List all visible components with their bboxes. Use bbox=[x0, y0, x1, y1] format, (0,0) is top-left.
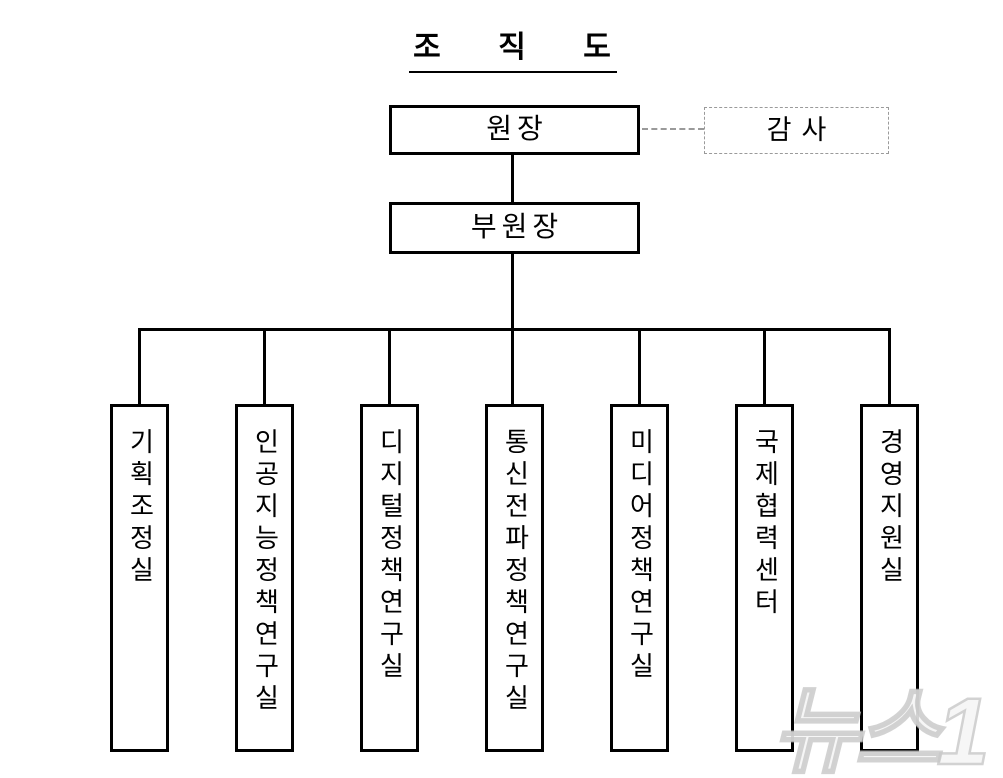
org-box-deputy-director: 부원장 bbox=[389, 202, 640, 254]
connector-dept-1 bbox=[138, 331, 141, 404]
org-box-deputy-director-label: 부원장 bbox=[470, 212, 564, 243]
org-box-dept-label: 디지털정책연구실 bbox=[375, 428, 405, 684]
connector-director-deputy bbox=[511, 155, 514, 202]
org-box-director-label: 원장 bbox=[486, 114, 548, 145]
org-box-dept-telecom-radio-policy-research: 통신전파정책연구실 bbox=[485, 404, 544, 752]
org-box-dept-management-support: 경영지원실 bbox=[860, 404, 919, 752]
org-box-dept-label: 기획조정실 bbox=[125, 428, 155, 588]
page-title: 조 직 도 bbox=[409, 22, 617, 73]
connector-dept-5 bbox=[638, 331, 641, 404]
connector-dept-7 bbox=[888, 331, 891, 404]
connector-dept-6 bbox=[763, 331, 766, 404]
org-box-dept-label: 통신전파정책연구실 bbox=[500, 428, 530, 716]
org-box-director: 원장 bbox=[389, 105, 640, 155]
connector-dept-3 bbox=[388, 331, 391, 404]
org-box-dept-media-policy-research: 미디어정책연구실 bbox=[610, 404, 669, 752]
connector-dept-2 bbox=[263, 331, 266, 404]
title-container: 조 직 도 bbox=[340, 22, 686, 73]
connector-deputy-branch bbox=[511, 254, 514, 330]
connector-director-auditor bbox=[642, 128, 704, 130]
org-box-auditor: 감사 bbox=[704, 107, 889, 154]
org-box-dept-label: 인공지능정책연구실 bbox=[250, 428, 280, 716]
org-box-dept-ai-policy-research: 인공지능정책연구실 bbox=[235, 404, 294, 752]
connector-dept-4 bbox=[511, 331, 514, 404]
org-box-auditor-label: 감사 bbox=[766, 115, 837, 145]
org-box-dept-label: 미디어정책연구실 bbox=[625, 428, 655, 684]
org-box-dept-international-cooperation-center: 국제협력센터 bbox=[735, 404, 794, 752]
org-box-dept-planning-coordination: 기획조정실 bbox=[110, 404, 169, 752]
org-box-dept-digital-policy-research: 디지털정책연구실 bbox=[360, 404, 419, 752]
org-box-dept-label: 경영지원실 bbox=[875, 428, 905, 588]
org-box-dept-label: 국제협력센터 bbox=[750, 428, 780, 620]
branch-line bbox=[138, 328, 891, 331]
